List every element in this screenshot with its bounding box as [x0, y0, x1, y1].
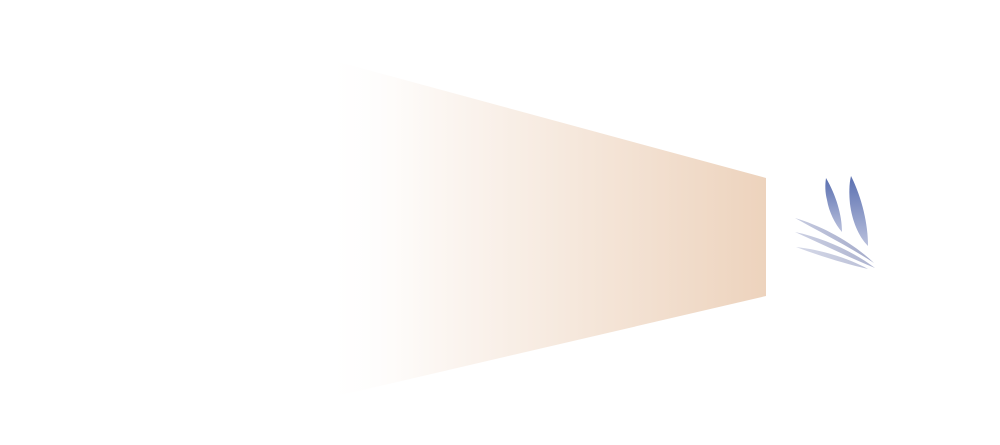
light-beam-shape	[320, 57, 766, 400]
logo-leaf-right	[849, 176, 868, 246]
logo-sweep-2	[795, 232, 875, 268]
logo-leaf-left	[825, 178, 842, 232]
logo-sweep-3	[796, 247, 868, 269]
leaf-wings-logo-icon	[795, 176, 875, 269]
